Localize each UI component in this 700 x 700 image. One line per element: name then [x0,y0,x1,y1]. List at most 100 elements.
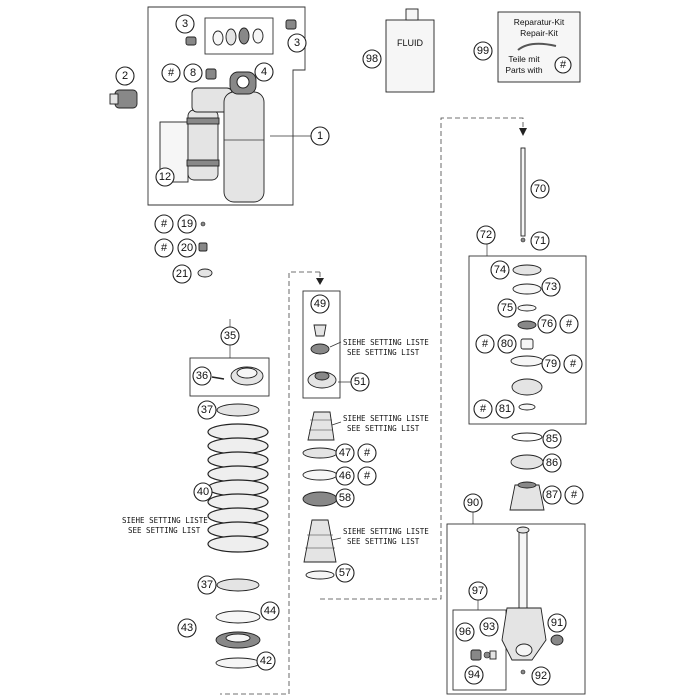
svg-text:40: 40 [197,486,209,498]
assembly-97-frame [452,609,507,691]
svg-text:90: 90 [467,497,479,509]
callout-73: 73 [541,277,561,297]
svg-text:37: 37 [201,404,213,416]
damper-rod-assembly-90 [501,526,564,675]
svg-text:99: 99 [477,45,489,57]
svg-text:74: 74 [494,264,506,276]
callout-37-upper: 37 [197,400,217,420]
svg-text:21: 21 [176,268,188,280]
callout-90: 90 [463,493,483,513]
callout-70: 70 [530,179,550,199]
svg-text:75: 75 [501,302,513,314]
shock-body-drawing [159,71,265,203]
callout-76: 76 [537,314,557,334]
svg-text:57: 57 [339,567,351,579]
svg-text:93: 93 [483,621,495,633]
part-3-drawing [185,19,297,46]
svg-text:49: 49 [314,298,326,310]
arrow-down-right [519,128,527,136]
callout-37-lower: 37 [197,575,217,595]
callout-3-left: 3 [175,14,195,34]
callout-21: 21 [172,264,192,284]
svg-text:43: 43 [181,622,193,634]
svg-text:58: 58 [339,492,351,504]
setting-note-middle: SIEHE SETTING LISTE SEE SETTING LIST [343,414,429,433]
svg-text:19: 19 [181,218,193,230]
svg-text:20: 20 [181,242,193,254]
fluid-label: FLUID [397,38,424,48]
callout-19: 19 [177,214,197,234]
svg-text:91: 91 [551,617,563,629]
callout-76-hash: # [559,314,579,334]
callout-35: 35 [220,326,240,346]
callout-91: 91 [547,613,567,633]
setting-note-lower-en: SEE SETTING LIST [347,537,420,546]
shim-stack-drawing [302,411,338,580]
callout-8-hash: # [161,63,181,83]
callout-93: 93 [479,617,499,637]
callout-49: 49 [310,294,330,314]
piston-group-drawing [307,324,337,389]
svg-text:81: 81 [499,403,511,415]
callout-79-hash: # [563,354,583,374]
callout-20: 20 [177,238,197,258]
svg-text:#: # [364,470,371,482]
parts-label-en: Parts with [505,65,543,75]
svg-text:42: 42 [260,655,272,667]
callout-47-hash: # [357,443,377,463]
spring-seats-drawing [216,403,260,592]
callout-94: 94 [464,665,484,685]
svg-text:71: 71 [534,235,546,247]
callout-87-hash: # [564,485,584,505]
part-2-drawing [109,89,138,109]
svg-text:87: 87 [546,489,558,501]
svg-text:98: 98 [366,53,378,65]
callout-47: 47 [335,443,355,463]
parts-85-87-drawing [509,432,545,511]
svg-text:51: 51 [354,376,366,388]
assembly-1-frame [147,6,306,206]
svg-text:1: 1 [317,130,323,142]
svg-text:47: 47 [339,447,351,459]
setting-note-upper: SIEHE SETTING LISTE SEE SETTING LIST [343,338,429,357]
coil-spring-40 [207,423,269,553]
callout-46-hash: # [357,466,377,486]
svg-text:#: # [161,242,168,254]
svg-text:#: # [560,59,567,71]
callout-3-right: 3 [287,33,307,53]
callout-46: 46 [335,466,355,486]
svg-text:2: 2 [122,70,128,82]
setting-note-middle-de: SIEHE SETTING LISTE [343,414,429,423]
svg-text:3: 3 [294,37,300,49]
callout-99-hash: # [554,56,572,74]
setting-note-upper-de: SIEHE SETTING LISTE [343,338,429,347]
svg-text:76: 76 [541,318,553,330]
svg-text:4: 4 [261,66,267,78]
callout-36: 36 [192,366,212,386]
kit-label-de: Reparatur-Kit [514,17,565,27]
part-8-drawing [205,68,217,80]
callout-80: 80 [497,334,517,354]
callout-81-hash: # [473,399,493,419]
callout-2: 2 [115,66,135,86]
setting-note-upper-en: SEE SETTING LIST [347,348,420,357]
svg-text:#: # [566,318,573,330]
callout-98: 98 [362,49,382,69]
dashed-route-right [320,117,524,600]
fluid-bottle: FLUID [385,8,435,93]
callout-99: 99 [473,41,493,61]
callout-1: 1 [310,126,330,146]
svg-text:36: 36 [196,370,208,382]
callout-87: 87 [542,485,562,505]
callout-97: 97 [468,581,488,601]
svg-text:72: 72 [480,229,492,241]
callout-19-hash: # [154,214,174,234]
callout-51: 51 [350,372,370,392]
svg-text:46: 46 [339,470,351,482]
assembly-90-frame [446,523,586,695]
part-4-drawing [212,27,264,46]
callout-96: 96 [455,622,475,642]
svg-text:73: 73 [545,281,557,293]
svg-text:#: # [480,403,487,415]
